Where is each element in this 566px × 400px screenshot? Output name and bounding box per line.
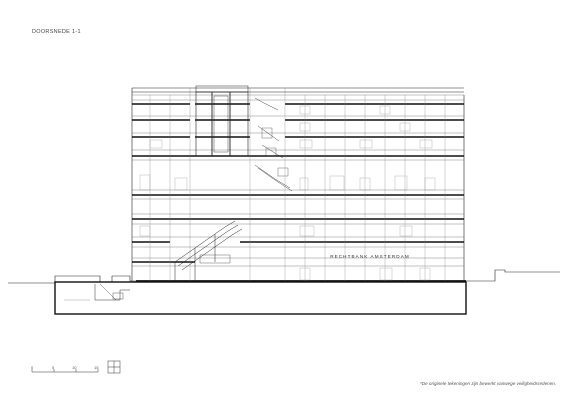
scale-tick-10: 10 [72, 365, 77, 370]
drawing-title: DOORSNEDE 1-1 [32, 29, 81, 35]
footnote: *De originele tekeningen zijn bewerkt va… [420, 381, 557, 386]
building-sign: RECHTBANK AMSTERDAM [330, 254, 410, 259]
basement [54, 280, 467, 315]
roof [132, 85, 464, 93]
section-marker-icon [107, 360, 121, 374]
floor-slabs [132, 103, 464, 263]
grand-staircase [174, 220, 243, 281]
structural-grid [149, 88, 446, 281]
ceiling-lines [132, 94, 464, 267]
scale-tick-5: 5 [52, 365, 55, 370]
building-outline [131, 87, 465, 281]
upper-stairs [254, 97, 293, 192]
scale-bar [31, 369, 99, 373]
scale-tick-15: 15 [94, 365, 99, 370]
interior-details [139, 105, 436, 281]
atrium-core [195, 91, 249, 157]
scale-tick-0: 0 [31, 365, 34, 370]
